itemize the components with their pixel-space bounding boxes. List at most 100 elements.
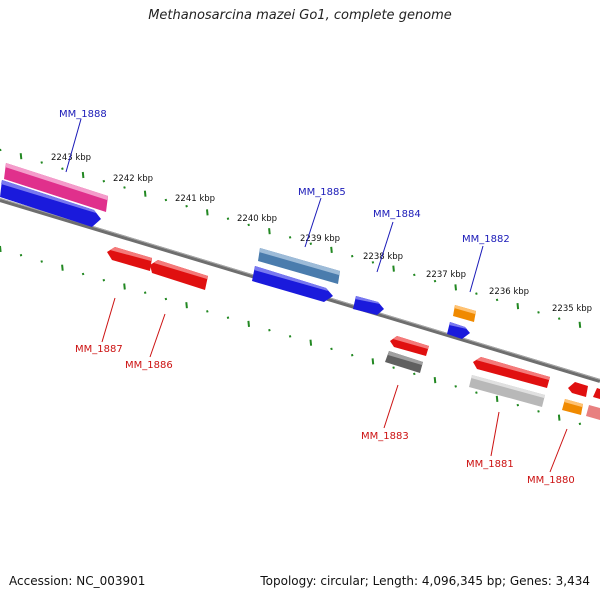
gene-mm1880-lightred[interactable] [586,405,600,420]
bot-ticks-tick [330,347,333,351]
top-ticks-tick [0,148,2,152]
top-ticks-tick [268,228,271,235]
kbp-label-2243: 2243 kbp [51,153,91,163]
leader-mm1888 [65,118,82,173]
leader-mm1884 [376,221,394,273]
top-ticks-tick [288,236,292,239]
top-ticks-tick [330,246,333,253]
gene-mm1885-blue[interactable] [252,266,333,302]
top-ticks-tick [143,190,147,197]
gene-mm1884[interactable] [353,296,384,315]
gene-mm1881-silver[interactable] [469,375,545,407]
bot-ticks-tick [102,278,106,282]
top-ticks-tick [309,242,313,245]
leader-mm1886 [149,313,166,358]
gene-mm1882-blue[interactable] [447,322,470,339]
leader-mm1883 [383,384,399,429]
top-ticks-tick [19,153,23,160]
bot-ticks-tick [495,395,499,402]
kbp-label-2236: 2236 kbp [489,287,529,297]
bot-ticks-tick [413,372,416,376]
leader-mm1882 [469,245,484,293]
top-ticks-tick [537,311,540,314]
bot-ticks-tick [268,328,271,332]
bot-ticks-tick [537,410,540,413]
bot-ticks-tick [516,403,520,407]
top-ticks-tick [454,284,457,291]
leader-mm1880 [549,428,568,473]
kbp-label-2239: 2239 kbp [300,234,340,244]
bot-ticks-tick [40,260,43,263]
gene-mm1881-red[interactable] [473,357,550,388]
gene-label-mm1888[interactable]: MM_1888 [59,109,107,120]
top-ticks-tick [413,273,416,277]
gene-label-mm1885[interactable]: MM_1885 [298,187,346,198]
gene-mm1880-orange[interactable] [562,399,583,415]
bot-ticks-tick [0,245,2,253]
top-ticks-tick [123,186,126,189]
top-ticks-tick [247,223,250,227]
gene-label-mm1886[interactable]: MM_1886 [125,360,173,371]
lower-tick-track [0,245,582,426]
leader-mm1887 [101,297,116,343]
kbp-label-2241: 2241 kbp [175,194,215,204]
bot-ticks-tick [81,272,85,276]
gene-label-mm1883[interactable]: MM_1883 [361,431,409,442]
bot-ticks-tick [578,422,582,426]
bot-ticks-tick [123,283,126,290]
top-ticks-tick [61,167,64,170]
bot-ticks-tick [206,310,209,313]
gene-mm1885-steel[interactable] [258,248,340,284]
top-ticks-tick [475,292,478,295]
top-ticks-tick [40,161,43,164]
bot-ticks-tick [226,316,230,319]
kbp-label-2235: 2235 kbp [552,304,592,314]
accession-text: Accession: NC_003901 [9,574,146,588]
bot-ticks-tick [475,391,478,394]
top-ticks-tick [350,254,354,258]
bot-ticks-tick [61,264,64,271]
kbp-label-2240: 2240 kbp [237,214,277,224]
leader-mm1885 [304,197,322,248]
top-ticks-tick [433,279,437,283]
bot-ticks-tick [288,335,292,338]
kbp-label-2238: 2238 kbp [363,252,403,262]
bot-ticks-tick [454,385,457,388]
top-ticks-tick [185,204,188,208]
gene-mm1887[interactable] [107,247,152,271]
bot-ticks-tick [371,358,375,365]
gene-mm1888-pink[interactable] [4,163,108,212]
bot-ticks-tick [164,297,168,301]
gene-mm1886[interactable] [150,260,208,290]
bot-ticks-tick [19,253,23,257]
gene-label-mm1887[interactable]: MM_1887 [75,344,123,355]
top-ticks-tick [81,171,85,179]
bot-ticks-tick [433,377,437,384]
top-ticks-tick [557,317,561,320]
bot-ticks-tick [350,353,354,357]
gene-mm1883-red[interactable] [390,336,429,356]
bot-ticks-tick [185,302,188,309]
gene-label-mm1881[interactable]: MM_1881 [466,459,514,470]
kbp-label-2242: 2242 kbp [113,174,153,184]
leader-mm1881 [490,411,500,457]
genome-stats-text: Topology: circular; Length: 4,096,345 bp… [260,574,590,588]
bot-ticks-tick [143,291,147,294]
top-ticks-tick [578,321,582,328]
kbp-label-2237: 2237 kbp [426,270,466,280]
gene-label-mm1884[interactable]: MM_1884 [373,209,421,220]
gene-label-mm1882[interactable]: MM_1882 [462,234,510,245]
bot-ticks-tick [557,414,561,421]
top-ticks-tick [102,179,106,183]
top-ticks-tick [206,209,209,216]
top-ticks-tick [516,303,520,310]
gene-mm1882-orange[interactable] [453,305,476,322]
gene-mm1883-gray[interactable] [385,351,423,373]
top-ticks-tick [495,298,499,302]
gene-mm1888-blue[interactable] [0,180,101,227]
bot-ticks-tick [309,339,313,346]
top-ticks-tick [164,198,168,202]
gene-mm1880-red[interactable] [568,382,600,399]
gene-label-mm1880[interactable]: MM_1880 [527,475,575,486]
